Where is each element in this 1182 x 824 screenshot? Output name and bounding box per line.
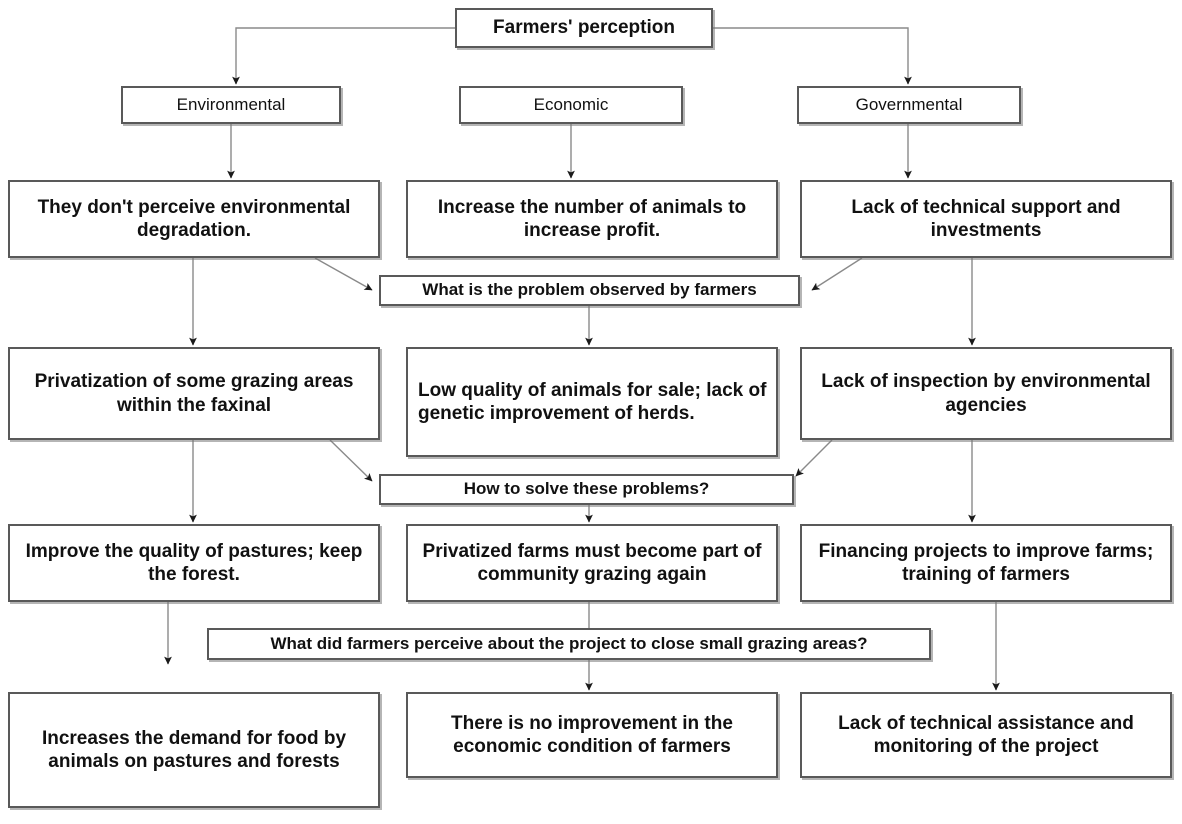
node-band-project-label: What did farmers perceive about the proj… xyxy=(270,633,868,653)
node-r1c2[interactable]: Increase the number of animals to increa… xyxy=(406,180,778,258)
node-category-governmental[interactable]: Governmental xyxy=(797,86,1021,124)
node-category-environmental[interactable]: Environmental xyxy=(121,86,341,124)
connector-r2c3-to-band2 xyxy=(795,439,833,477)
connector-r2c1-to-band2 xyxy=(329,439,373,482)
node-r4c1[interactable]: Increases the demand for food by animals… xyxy=(8,692,380,808)
node-r1c2-label: Increase the number of animals to increa… xyxy=(437,196,747,241)
node-band-problem[interactable]: What is the problem observed by farmers xyxy=(379,275,800,306)
node-band-solve[interactable]: How to solve these problems? xyxy=(379,474,794,505)
node-r3c3[interactable]: Financing projects to improve farms; tra… xyxy=(800,524,1172,602)
node-category-governmental-label: Governmental xyxy=(855,94,963,114)
node-r4c1-label: Increases the demand for food by animals… xyxy=(41,727,347,772)
connector-title-to-environmental xyxy=(232,27,455,85)
node-band-solve-label: How to solve these problems? xyxy=(463,479,710,499)
node-r4c2[interactable]: There is no improvement in the economic … xyxy=(406,692,778,778)
node-r3c1[interactable]: Improve the quality of pastures; keep th… xyxy=(8,524,380,602)
node-r2c3[interactable]: Lack of inspection by environmental agen… xyxy=(800,347,1172,440)
node-r3c1-label: Improve the quality of pastures; keep th… xyxy=(25,540,363,585)
node-r2c2-label: Low quality of animals for sale; lack of… xyxy=(418,379,767,424)
node-r2c1[interactable]: Privatization of some grazing areas with… xyxy=(8,347,380,440)
node-band-project[interactable]: What did farmers perceive about the proj… xyxy=(207,628,931,660)
node-r4c3[interactable]: Lack of technical assistance and monitor… xyxy=(800,692,1172,778)
node-r4c3-label: Lack of technical assistance and monitor… xyxy=(838,712,1134,757)
node-r1c3-label: Lack of technical support and investment… xyxy=(851,196,1121,241)
node-r3c3-label: Financing projects to improve farms; tra… xyxy=(818,540,1154,585)
node-title-label: Farmers' perception xyxy=(493,17,675,39)
node-r2c3-label: Lack of inspection by environmental agen… xyxy=(821,371,1151,416)
node-band-problem-label: What is the problem observed by farmers xyxy=(422,280,757,300)
node-r4c2-label: There is no improvement in the economic … xyxy=(451,712,733,757)
node-r2c1-label: Privatization of some grazing areas with… xyxy=(34,371,354,416)
connector-r1c3-to-band1 xyxy=(811,257,863,291)
node-r3c2[interactable]: Privatized farms must become part of com… xyxy=(406,524,778,602)
connector-title-to-governmental xyxy=(712,27,912,85)
node-r3c2-label: Privatized farms must become part of com… xyxy=(422,540,762,585)
node-r1c1-label: They don't perceive environmental degrad… xyxy=(37,196,351,241)
node-category-economic[interactable]: Economic xyxy=(459,86,683,124)
node-category-environmental-label: Environmental xyxy=(176,94,286,114)
node-category-economic-label: Economic xyxy=(533,94,609,114)
node-r1c3[interactable]: Lack of technical support and investment… xyxy=(800,180,1172,258)
node-r2c2[interactable]: Low quality of animals for sale; lack of… xyxy=(406,347,778,457)
node-r1c1[interactable]: They don't perceive environmental degrad… xyxy=(8,180,380,258)
connector-r1c1-to-band1 xyxy=(314,257,373,291)
node-title[interactable]: Farmers' perception xyxy=(455,8,713,48)
